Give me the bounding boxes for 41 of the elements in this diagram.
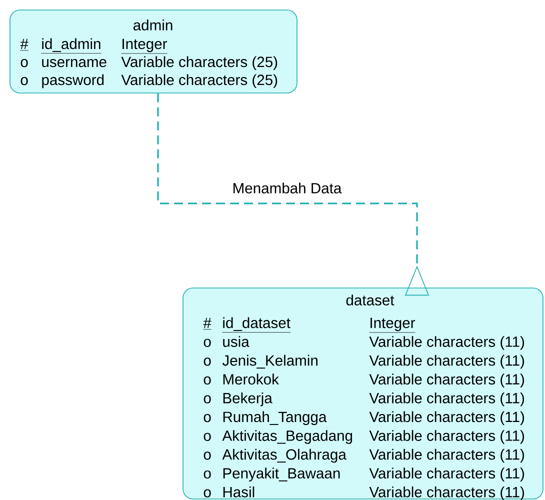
attribute-type: Variable characters (11): [369, 354, 524, 369]
attribute-marker: o: [20, 77, 28, 86]
attribute-name: Aktivitas_Begadang: [222, 430, 352, 444]
attribute-marker: o: [204, 452, 211, 460]
attribute-name: Hasil: [223, 486, 254, 498]
attribute-type: Variable characters (11): [369, 411, 524, 426]
attribute-name: Merokok: [223, 374, 279, 385]
attribute-type: Variable characters (25): [121, 56, 278, 70]
attribute-marker: o: [204, 338, 211, 347]
attribute-type: Variable characters (11): [369, 336, 524, 350]
entity-name: dataset: [346, 294, 394, 306]
attribute-marker: o: [204, 414, 211, 422]
attribute-type: Variable characters (11): [369, 374, 524, 388]
attribute-marker: o: [204, 376, 211, 385]
attribute-type: Variable characters (11): [369, 468, 524, 482]
relationship-line: [157, 93, 430, 296]
attribute-name: Rumah_Tangga: [223, 411, 327, 426]
attribute-type: Variable characters (25): [121, 74, 278, 88]
attribute-type: Variable characters (11): [369, 430, 524, 444]
edge-label: Menambah Data: [231, 182, 343, 194]
attribute-marker: o: [204, 432, 211, 441]
attribute-marker: o: [204, 395, 211, 404]
attribute-name: id_dataset: [222, 317, 291, 333]
attribute-name: Bekerja: [223, 392, 272, 406]
attribute-name: usia: [223, 336, 250, 347]
attribute-name: Penyakit_Bawaan: [223, 468, 340, 482]
attribute-name: username: [42, 59, 106, 68]
attribute-name: Jenis_Kelamin: [222, 354, 318, 369]
attribute-marker: o: [204, 489, 211, 498]
attribute-name: id_admin: [41, 38, 102, 54]
attribute-name: Aktivitas_Olahraga: [222, 448, 346, 463]
attribute-marker: o: [204, 358, 211, 366]
entity-name: admin: [133, 20, 172, 30]
attribute-type: Variable characters (11): [369, 392, 524, 406]
attribute-type: Variable characters (11): [369, 486, 524, 500]
attribute-type: Variable characters (11): [369, 448, 524, 463]
attribute-name: password: [42, 74, 104, 88]
attribute-marker: o: [20, 59, 28, 68]
attribute-type: Integer: [121, 38, 168, 54]
attribute-type: Integer: [369, 318, 416, 333]
attribute-marker: o: [204, 470, 211, 479]
